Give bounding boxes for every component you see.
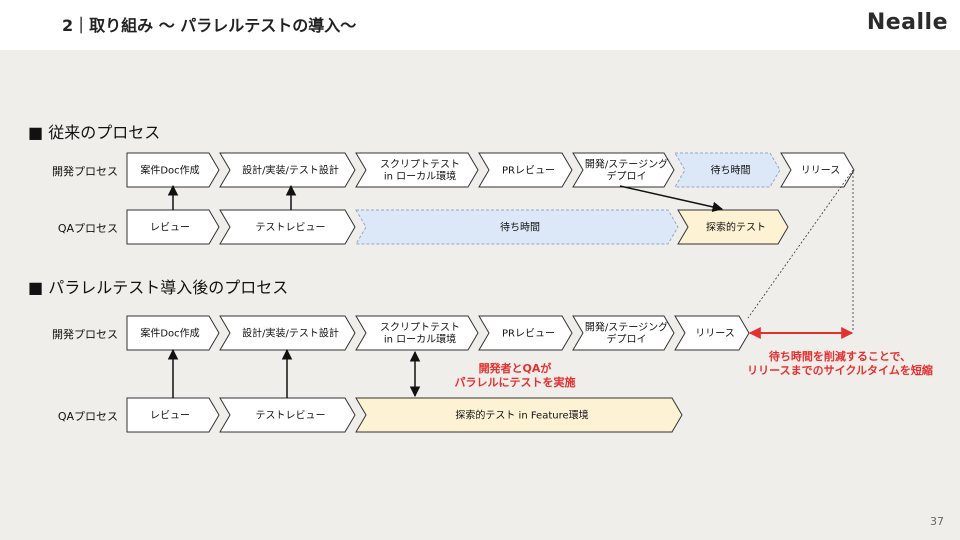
new-dev-step-label-2: 設計/実装/テスト設計 — [242, 327, 339, 340]
new-qa-step-1 — [126, 397, 220, 433]
old-dev-step-5 — [572, 152, 675, 188]
new-qa-label: QAプロセス — [57, 410, 118, 423]
old-qa-step-label-2: テストレビュー — [256, 222, 326, 234]
new-dev-step-1 — [126, 315, 220, 351]
parallel-note: 開発者とQAがパラレルにテストを実施 — [454, 362, 576, 389]
old-dev-label: 開発プロセス — [52, 165, 118, 178]
old-dev-step-label-4: PRレビュー — [502, 165, 555, 177]
nealle-logo: Nealle — [866, 10, 948, 35]
old-deploy-arrow — [619, 185, 724, 213]
new-dev-label: 開発プロセス — [52, 328, 118, 341]
old-qa-label: QAプロセス — [57, 222, 118, 235]
old-dev-step-label-2: 設計/実装/テスト設計 — [242, 164, 339, 177]
old-dev-step-1 — [126, 152, 220, 188]
old-dev-step-4 — [478, 152, 573, 188]
new-dev-step-6 — [674, 315, 750, 351]
new-dev-step-3 — [355, 315, 479, 351]
old-qa-step-3 — [355, 209, 679, 245]
old-dev-step-label-7: リリース — [801, 166, 841, 177]
old-qa-step-label-1: レビュー — [150, 222, 190, 234]
new-dev-step-label-1: 案件Doc作成 — [140, 327, 199, 340]
old-qa-step-label-3: 待ち時間 — [500, 221, 540, 234]
new-qa-step-label-2: テストレビュー — [256, 410, 326, 422]
old-dev-step-label-5: 開発/ステージングデプロイ — [585, 158, 668, 183]
old-qa-step-4 — [677, 209, 789, 245]
new-dev-step-2 — [219, 315, 356, 351]
old-dev-step-label-6: 待ち時間 — [711, 164, 751, 177]
section-title-old: ■ 従来のプロセス — [28, 123, 161, 142]
page-number: 37 — [930, 515, 944, 528]
new-qa-step-2 — [219, 397, 356, 433]
new-qa-step-3 — [355, 397, 683, 433]
old-dev-step-label-1: 案件Doc作成 — [140, 164, 199, 177]
old-qa-step-2 — [219, 209, 356, 245]
new-qa-step-label-1: レビュー — [150, 410, 190, 422]
new-dev-step-5 — [572, 315, 675, 351]
new-dev-step-label-5: 開発/ステージングデプロイ — [585, 321, 668, 346]
new-dev-step-4 — [478, 315, 573, 351]
old-qa-step-label-4: 探索的テスト — [706, 221, 766, 234]
old-dev-step-3 — [355, 152, 479, 188]
slide-title: 2｜取り組み 〜 パラレルテストの導入〜 — [62, 16, 357, 35]
reduction-note: 待ち時間を削減することで、リリースまでのサイクルタイムを短縮 — [747, 350, 933, 377]
old-dev-step-6 — [674, 152, 781, 188]
new-dev-step-label-4: PRレビュー — [502, 328, 555, 340]
section-title-new: ■ パラレルテスト導入後のプロセス — [28, 278, 289, 297]
new-qa-step-label-3: 探索的テスト in Feature環境 — [455, 409, 588, 422]
new-dev-step-label-6: リリース — [695, 329, 735, 340]
old-qa-step-1 — [126, 209, 220, 245]
old-dev-step-2 — [219, 152, 356, 188]
header-bar: 2｜取り組み 〜 パラレルテストの導入〜 Nealle — [0, 0, 960, 50]
old-dev-step-7 — [780, 152, 855, 188]
